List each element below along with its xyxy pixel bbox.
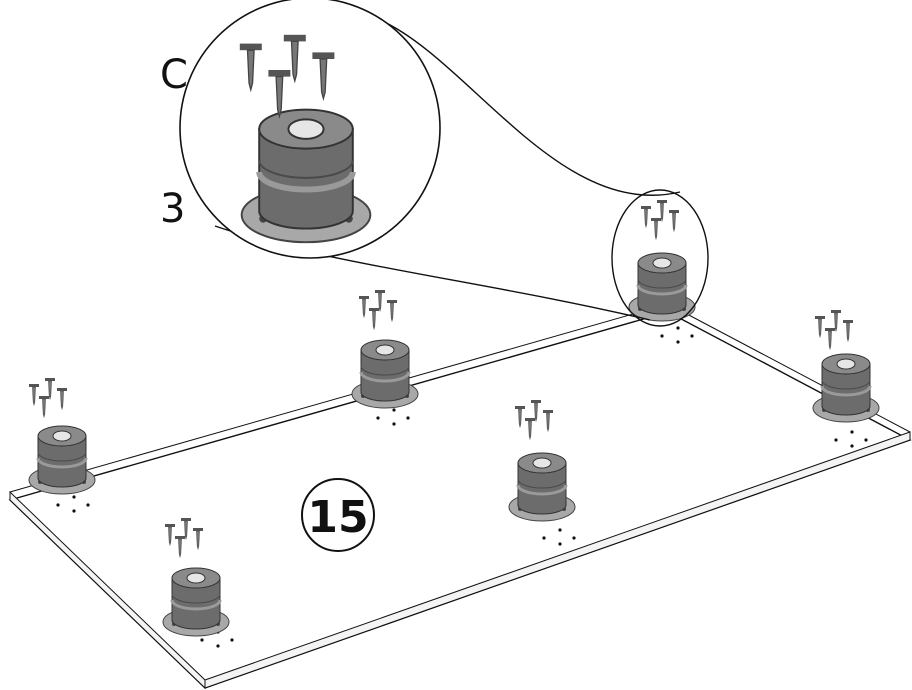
step-number-badge: 15 [301, 478, 375, 552]
step-number: 15 [307, 492, 368, 543]
panel [8, 303, 912, 690]
detail-callout [179, 0, 441, 259]
detail-highlight-circle [611, 189, 709, 327]
foot-part-label: 3 [160, 186, 185, 232]
screw-part-label: C [160, 52, 188, 98]
